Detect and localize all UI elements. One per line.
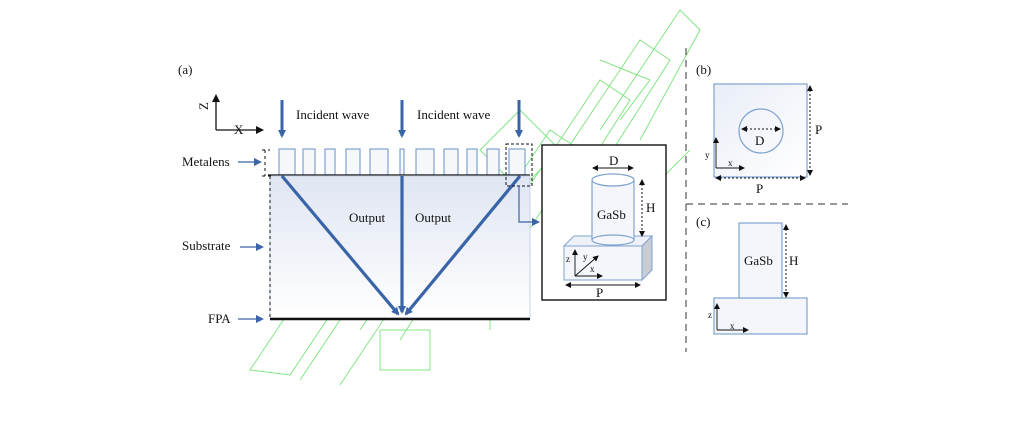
unit-cell-height-label: H — [646, 200, 655, 215]
output-label-left: Output — [349, 210, 386, 225]
panel-label-c: (c) — [696, 214, 710, 229]
top-view-unit-cell — [713, 83, 813, 181]
unit-cell-3d — [562, 165, 654, 288]
zoom-connector — [518, 186, 540, 226]
top-view-period-x-label: P — [756, 181, 763, 196]
panel-label-a: (a) — [178, 62, 192, 77]
unit-cell-period-label: P — [596, 285, 603, 300]
substrate-label: Substrate — [182, 238, 231, 253]
side-view-axis-x: x — [730, 321, 735, 331]
incident-arrows — [278, 100, 523, 138]
unit-cell-axis-x: x — [590, 264, 595, 274]
incident-wave-label-left: Incident wave — [296, 107, 370, 122]
unit-cell-axis-y: y — [583, 252, 588, 262]
metalens-pillars — [278, 148, 526, 176]
layer-extent-markers — [262, 149, 272, 318]
top-view-diameter-label: D — [755, 133, 764, 148]
axis-x-label: X — [234, 122, 244, 137]
top-view-period-y-label: P — [815, 122, 822, 137]
axes-zx: Z X — [196, 94, 264, 137]
panel-label-b: (b) — [696, 62, 711, 77]
top-view-axis-y: y — [705, 150, 710, 160]
substrate — [269, 175, 531, 319]
axis-z-label: Z — [196, 102, 211, 110]
incident-wave-label-right: Incident wave — [417, 107, 491, 122]
top-view-axis-x: x — [728, 158, 733, 168]
metalens-label: Metalens — [182, 154, 230, 169]
side-view-unit-cell — [713, 222, 808, 335]
side-view-material-label: GaSb — [744, 253, 773, 268]
fpa-label: FPA — [208, 311, 231, 326]
side-view-axis-z: z — [708, 310, 712, 320]
output-rays — [280, 174, 522, 316]
output-label-right: Output — [415, 210, 452, 225]
unit-cell-material-label: GaSb — [597, 207, 626, 222]
unit-cell-axis-z: z — [566, 254, 570, 264]
unit-cell-diameter-label: D — [609, 153, 618, 168]
side-view-height-label: H — [789, 253, 798, 268]
